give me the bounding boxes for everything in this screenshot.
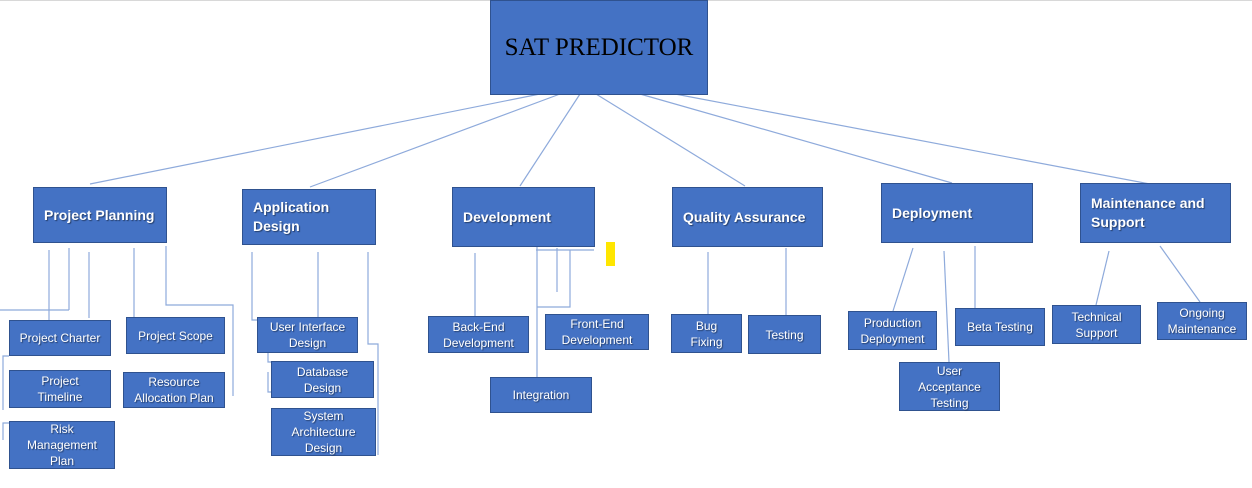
leaf-label: Ongoing Maintenance xyxy=(1167,306,1237,336)
connector-root-project-planning xyxy=(89,93,541,185)
leaf-label: Back-End Development xyxy=(443,319,514,350)
leaf-label: Technical Support xyxy=(1071,309,1122,340)
leaf-resource-allocation-plan: Resource Allocation Plan xyxy=(123,372,225,408)
leaf-label: User Acceptance Testing xyxy=(918,363,981,410)
root-node: SAT PREDICTOR xyxy=(490,0,708,95)
category-label: Maintenance and Support xyxy=(1091,195,1205,230)
leaf-label: Risk Management Plan xyxy=(26,422,98,468)
leaf-integration: Integration xyxy=(490,377,592,413)
category-development: Development xyxy=(452,187,595,247)
leaf-beta-testing: Beta Testing xyxy=(955,308,1045,346)
root-title: SAT PREDICTOR xyxy=(504,33,694,61)
leaf-label: Database Design xyxy=(296,364,349,395)
leaf-production-deployment: Production Deployment xyxy=(848,311,937,350)
highlight-marker xyxy=(606,242,615,266)
leaf-label: Project Charter xyxy=(19,331,101,345)
leaf-user-acceptance-testing: User Acceptance Testing xyxy=(899,362,1000,411)
connector-root-application-design xyxy=(309,93,561,188)
leaf-label: Project Timeline xyxy=(37,374,83,404)
connector-root-quality-assurance xyxy=(595,93,746,187)
leaf-project-timeline: Project Timeline xyxy=(9,370,111,408)
leaf-front-end-development: Front-End Development xyxy=(545,314,649,350)
leaf-label: Integration xyxy=(512,388,570,402)
leaf-system-architecture-design: System Architecture Design xyxy=(271,408,376,456)
category-label: Application Design xyxy=(253,199,330,234)
leaf-project-charter: Project Charter xyxy=(9,320,111,356)
leaf-risk-management-plan: Risk Management Plan xyxy=(9,421,115,469)
leaf-database-design: Database Design xyxy=(271,361,374,398)
leaf-label: Resource Allocation Plan xyxy=(134,375,214,405)
leaf-label: Beta Testing xyxy=(967,320,1033,334)
leaf-bug-fixing: Bug Fixing xyxy=(671,314,742,353)
category-label: Quality Assurance xyxy=(683,208,806,225)
leaf-technical-support: Technical Support xyxy=(1052,305,1141,344)
category-label: Project Planning xyxy=(44,206,155,223)
category-maintenance-and-support: Maintenance and Support xyxy=(1080,183,1231,243)
leaf-label: Production Deployment xyxy=(860,315,925,346)
connector-root-development xyxy=(519,93,581,187)
connector-root-deployment xyxy=(639,93,953,184)
category-project-planning: Project Planning xyxy=(33,187,167,243)
leaf-testing: Testing xyxy=(748,315,821,354)
leaf-user-interface-design: User Interface Design xyxy=(257,317,358,353)
category-label: Deployment xyxy=(892,204,973,221)
leaf-label: Front-End Development xyxy=(561,317,633,347)
connector-root-maintenance xyxy=(674,93,1151,185)
category-quality-assurance: Quality Assurance xyxy=(672,187,823,247)
leaf-label: User Interface Design xyxy=(269,320,346,350)
category-deployment: Deployment xyxy=(881,183,1033,243)
category-label: Development xyxy=(463,208,551,225)
leaf-back-end-development: Back-End Development xyxy=(428,316,529,353)
leaf-ongoing-maintenance: Ongoing Maintenance xyxy=(1157,302,1247,340)
leaf-label: Testing xyxy=(765,327,804,342)
leaf-label: Bug Fixing xyxy=(690,318,723,349)
leaf-label: System Architecture Design xyxy=(291,409,356,455)
leaf-label: Project Scope xyxy=(138,328,213,343)
leaf-project-scope: Project Scope xyxy=(126,317,225,354)
category-application-design: Application Design xyxy=(242,189,376,245)
